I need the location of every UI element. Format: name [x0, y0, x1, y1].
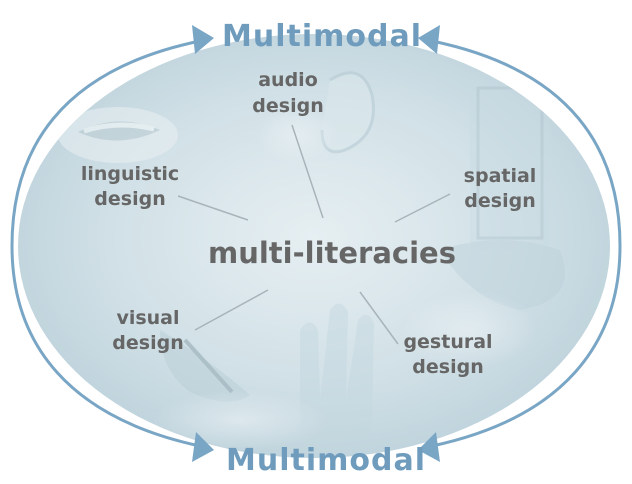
node-audio-design: audio design [252, 69, 323, 117]
node-linguistic-line1: linguistic [81, 163, 179, 185]
node-linguistic-design: linguistic design [81, 163, 179, 210]
arrow-icon-bottom-left [192, 432, 214, 462]
node-audio-line1: audio [258, 69, 318, 91]
arrow-icon-top-left [192, 25, 214, 54]
background-oval [18, 34, 610, 458]
connector-gestural [359, 291, 399, 345]
node-spatial-line2: design [464, 190, 535, 212]
mouth-shape [58, 107, 178, 163]
node-gestural-design: gestural design [403, 331, 492, 378]
cycle-arrowheads [192, 25, 440, 462]
connector-linguistic [177, 195, 249, 221]
ring-left-arc [10, 39, 201, 448]
node-visual-design: visual design [112, 307, 183, 354]
arrow-icon-top-right [418, 25, 440, 54]
node-spatial-design: spatial design [464, 165, 537, 212]
center-label: multi-literacies [208, 236, 456, 270]
connector-audio [291, 124, 324, 219]
node-gestural-line1: gestural [403, 331, 492, 353]
connector-lines [177, 124, 451, 345]
node-spatial-line1: spatial [464, 165, 537, 187]
arrow-icon-bottom-right [418, 432, 440, 462]
multimodal-label-top: Multimodal [222, 19, 422, 54]
node-audio-line2: design [252, 95, 323, 117]
node-visual-line2: design [112, 332, 183, 354]
multimodal-cycle-ring [10, 39, 622, 448]
connector-spatial [394, 193, 451, 223]
hand-shape-right [440, 240, 565, 310]
multimodal-label-bottom: Multimodal [226, 443, 426, 478]
node-gestural-line2: design [412, 356, 483, 378]
door-shape [470, 80, 550, 250]
node-linguistic-line2: design [94, 188, 165, 210]
writing-hand-shape [160, 330, 250, 402]
node-visual-line1: visual [116, 307, 179, 329]
ring-right-arc [431, 39, 622, 448]
connector-visual [194, 289, 269, 331]
